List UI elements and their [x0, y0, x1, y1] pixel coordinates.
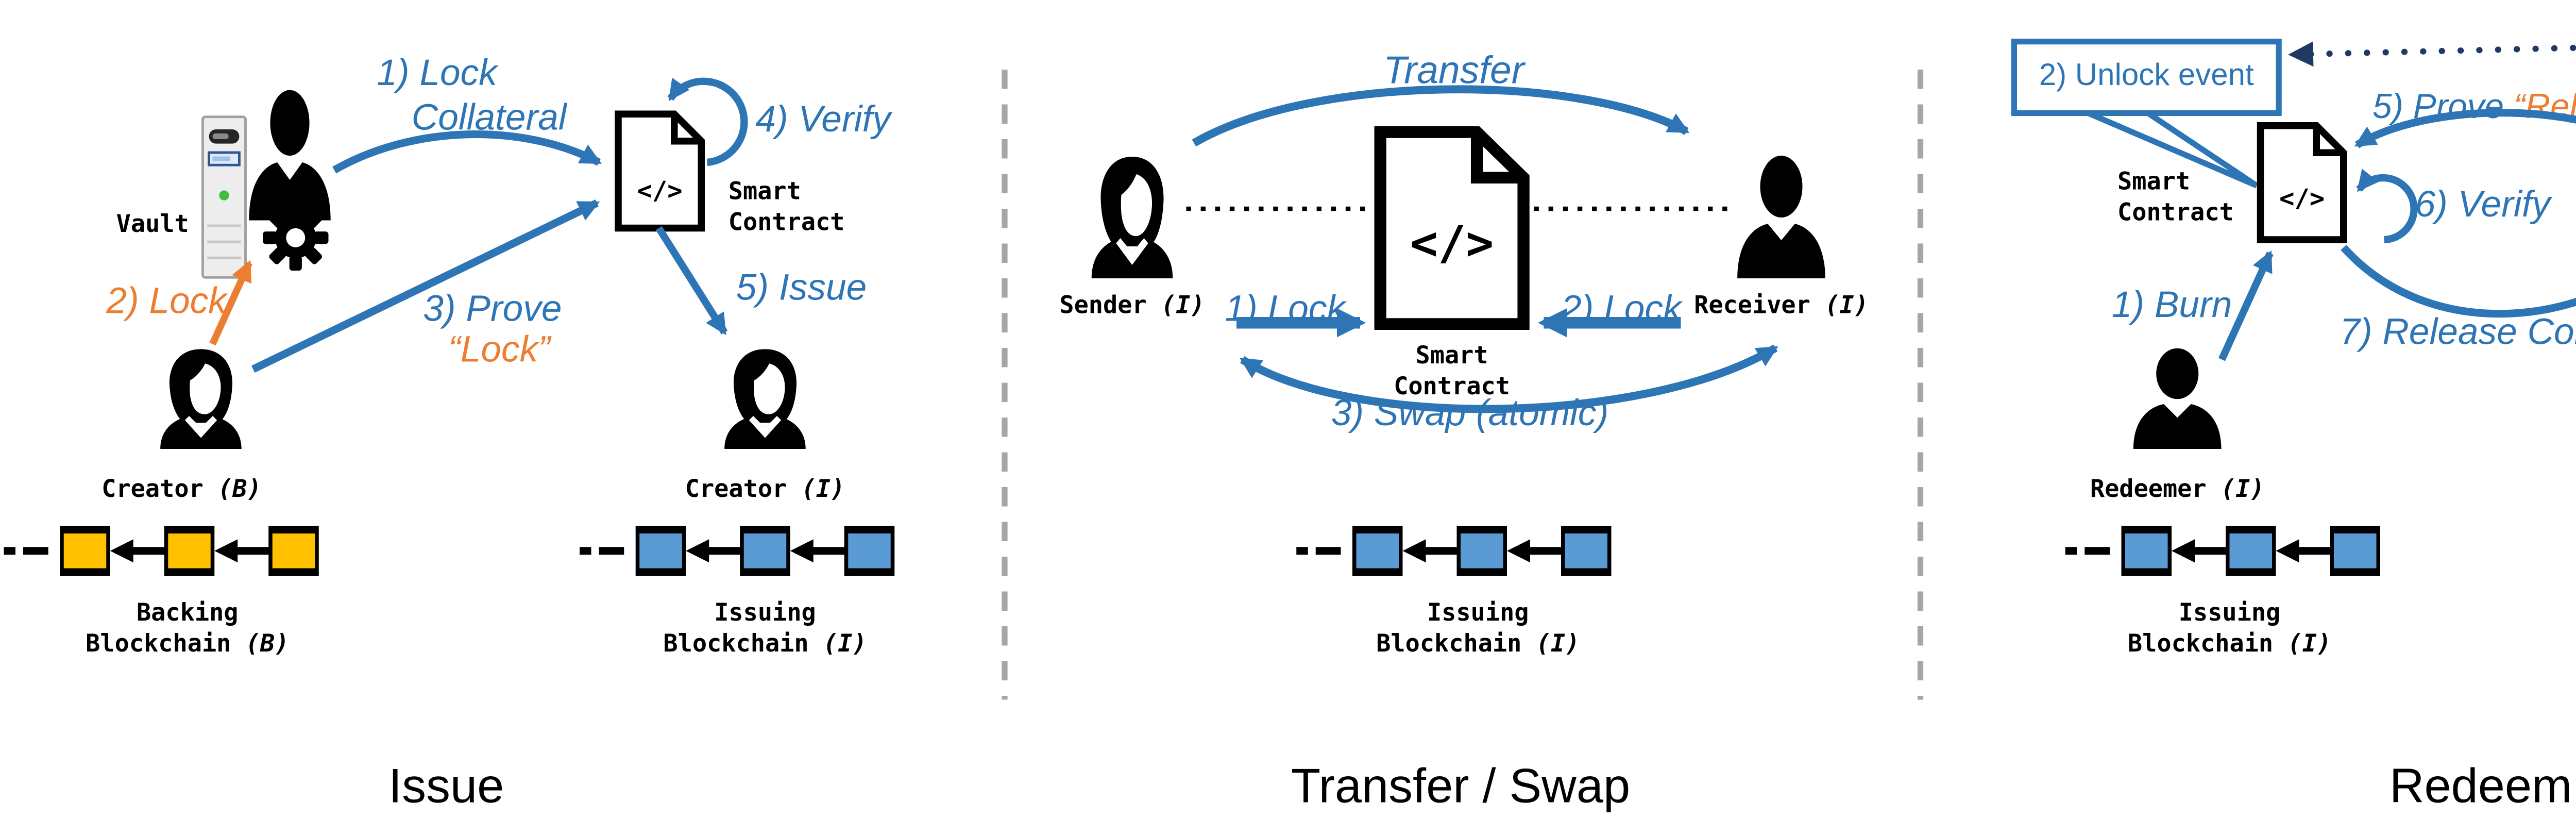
smart-contract-label: Smart — [2117, 166, 2191, 195]
chain-dash — [4, 547, 15, 555]
action-verify: 4) Verify — [755, 101, 891, 141]
action-lock-collateral-line2: Collateral — [411, 98, 567, 139]
block — [740, 526, 790, 576]
action-burn: 1) Burn — [2111, 286, 2232, 327]
action-issue: 5) Issue — [736, 269, 867, 309]
action-prove-quote: “Lock” — [448, 330, 550, 371]
chain-dash — [2065, 547, 2077, 555]
block — [1352, 526, 1403, 576]
creator-i-label: Creator (I) — [685, 473, 845, 503]
issuing-blockchain — [2065, 526, 2380, 576]
creator-i-icon — [711, 340, 819, 456]
block — [1561, 526, 1612, 576]
action-lock-collateral-line1: 1) Lock — [377, 54, 497, 95]
creator-b-icon — [147, 340, 255, 456]
issuing-blockchain-label: Issuing Blockchain (I) — [663, 597, 867, 657]
action-prove: 3) Prove — [423, 290, 562, 331]
issuing-blockchain-label: Issuing Blockchain (I) — [2127, 597, 2332, 657]
arrow-witness-dotted — [2288, 41, 2576, 67]
backing-blockchain — [4, 526, 319, 576]
chain-link-arrow — [790, 536, 846, 566]
action-release-collateral: 7) Release Collateral — [2340, 313, 2576, 354]
gear-icon — [263, 205, 329, 271]
chain-dash — [1315, 547, 1341, 555]
action-verify: 6) Verify — [2415, 186, 2551, 226]
smart-contract-label: Contract — [728, 207, 845, 236]
contract-code-glyph: </> — [2279, 186, 2325, 215]
creator-b-label: Creator (B) — [101, 473, 262, 503]
block — [2330, 526, 2380, 576]
issuing-blockchain — [1296, 526, 1612, 576]
vault-label: Vault — [116, 209, 189, 238]
action-transfer: Transfer — [1383, 50, 1524, 93]
sender-label: Sender (I) — [1059, 290, 1205, 319]
block — [635, 526, 686, 576]
action-prove-release-quote: “Release” — [2513, 87, 2576, 126]
smart-contract-icon — [2257, 122, 2347, 243]
block — [2121, 526, 2172, 576]
arrow-release-collateral — [2341, 244, 2576, 318]
panel-title-transfer: Transfer / Swap — [1291, 759, 1631, 814]
panel-title-issue: Issue — [388, 759, 504, 814]
smart-contract-label: Smart — [1415, 340, 1488, 370]
receiver-label: Receiver (I) — [1694, 290, 1869, 319]
issuing-blockchain-label: Issuing Blockchain (I) — [1376, 597, 1580, 657]
redeemer-i-icon — [2123, 340, 2231, 456]
arrow-verify-loop — [2356, 169, 2418, 244]
chain-dash — [2084, 547, 2110, 555]
issuing-blockchain — [580, 526, 895, 576]
block — [164, 526, 215, 576]
chain-dash — [23, 547, 48, 555]
backing-blockchain-label: Backing Blockchain (B) — [86, 597, 290, 657]
block — [844, 526, 895, 576]
smart-contract-icon — [615, 110, 705, 232]
action-lock-receiver: 2) Lock — [1561, 290, 1682, 331]
chain-link-arrow — [2276, 536, 2332, 566]
chain-link-arrow — [214, 536, 270, 566]
arrow-issue — [655, 226, 728, 336]
contract-code-glyph: </> — [637, 178, 683, 207]
chain-link-arrow — [686, 536, 742, 566]
chain-dash — [580, 547, 591, 555]
action-swap: 3) Swap (atomic) — [1331, 394, 1609, 435]
chain-link-arrow — [1402, 536, 1459, 566]
receiver-icon — [1727, 155, 1836, 278]
block — [60, 526, 110, 576]
smart-contract-label: Smart — [728, 176, 801, 205]
chain-link-arrow — [110, 536, 166, 566]
block — [2226, 526, 2276, 576]
unlock-event-callout: 2) Unlock event — [2011, 39, 2282, 116]
action-lock-sender: 1) Lock — [1225, 290, 1346, 331]
redeemer-i-label: Redeemer (I) — [2090, 473, 2265, 503]
action-unlock-event: 2) Unlock event — [2039, 60, 2254, 93]
chain-dash — [599, 547, 624, 555]
chain-link-arrow — [1507, 536, 1563, 566]
contract-code-glyph: </> — [1410, 216, 1494, 271]
block — [268, 526, 319, 576]
vault-operator-icon — [240, 89, 340, 221]
panel-title-redeem: Redeem — [2389, 759, 2572, 814]
chain-link-arrow — [2172, 536, 2228, 566]
action-prove-release: 5) Prove “Release” — [2372, 85, 2576, 129]
chain-dash — [1296, 547, 1308, 555]
sender-icon — [1078, 155, 1187, 278]
smart-contract-label: Contract — [2117, 197, 2234, 226]
action-lock: 2) Lock — [106, 282, 227, 323]
block — [1456, 526, 1507, 576]
